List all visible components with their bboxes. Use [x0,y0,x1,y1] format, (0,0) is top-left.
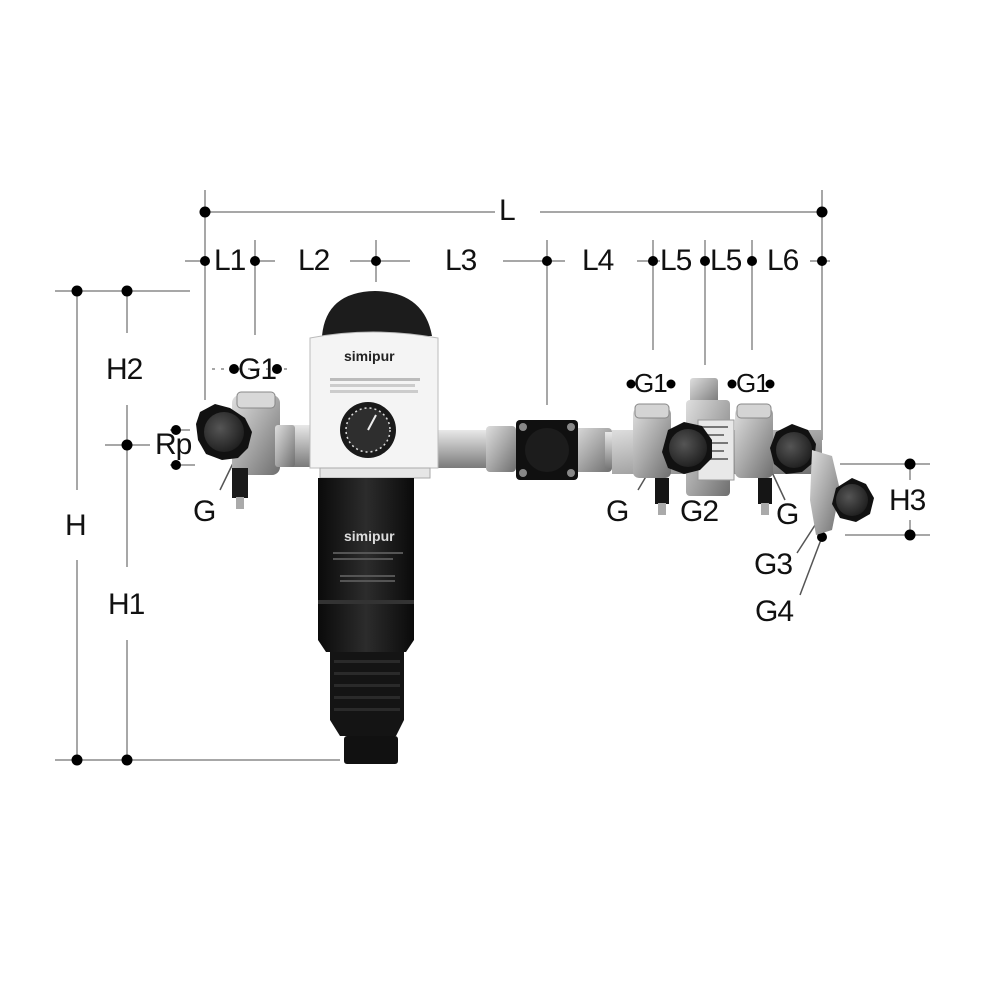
left-valve [196,391,295,509]
dim-label-L4: L4 [580,244,616,277]
conn-label-G-left: G [193,495,216,528]
conn-label-G1-right: G1 [736,368,770,398]
dim-label-L2: L2 [296,244,332,277]
dim-label-H1: H1 [106,588,147,621]
conn-label-G1-mid: G1 [634,368,668,398]
dim-label-H2: H2 [104,353,145,386]
dim-label-L6: L6 [765,244,801,277]
dim-label-H: H [63,509,88,542]
conn-label-Rp: Rp [155,428,192,461]
conn-label-G4: G4 [755,595,794,628]
dim-label-L1: L1 [212,244,248,277]
conn-label-G3: G3 [754,548,793,581]
dim-label-L5-second: L5 [710,244,742,277]
center-device [516,420,578,480]
conn-label-G-mid: G [606,495,629,528]
dim-label-L3: L3 [443,244,479,277]
filter [309,291,439,764]
conn-label-G2: G2 [680,495,719,528]
dim-label-L: L [497,194,517,227]
dim-label-H3: H3 [887,484,928,517]
right-manifold [612,378,874,535]
brand-label-bowl: simipur [344,528,395,544]
conn-label-G1-left: G1 [238,353,277,386]
conn-label-G-right: G [776,498,799,531]
dimension-dots [71,206,916,766]
dim-label-L5-first: L5 [660,244,692,277]
brand-label-head: simipur [344,348,395,364]
